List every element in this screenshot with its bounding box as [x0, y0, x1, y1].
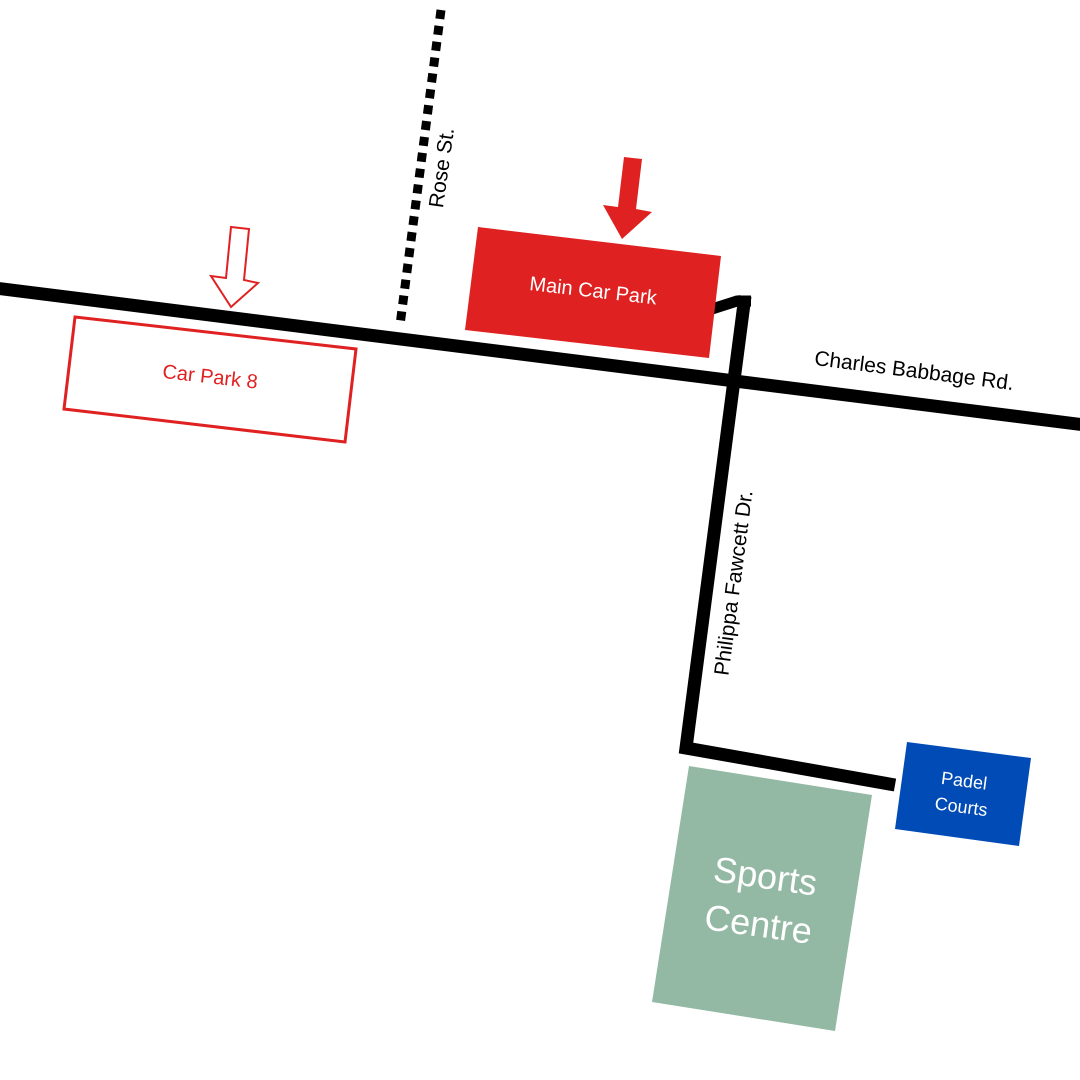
main-car-park-arrow-icon: [603, 157, 652, 239]
car-park-8-area[interactable]: [62, 315, 358, 444]
rose-st-road: [395, 9, 446, 326]
main-car-park-access-road: [710, 295, 751, 315]
rose-st-label: Rose St.: [425, 126, 459, 209]
main-car-park-area[interactable]: [465, 227, 721, 358]
padel-courts-area[interactable]: [895, 742, 1031, 846]
charles-babbage-label: Charles Babbage Rd.: [813, 347, 1015, 395]
charles-babbage-road: [0, 282, 1080, 431]
sports-centre-area[interactable]: [652, 766, 872, 1031]
philippa-fawcett-road: [678, 295, 897, 792]
car-park-8-arrow-icon: [208, 225, 261, 309]
